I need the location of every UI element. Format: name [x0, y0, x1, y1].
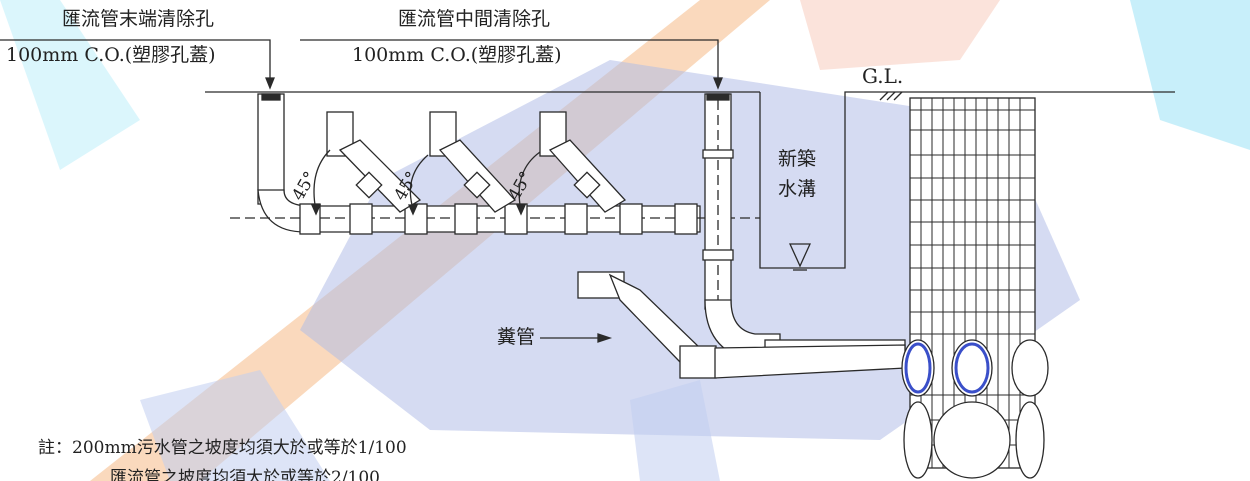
inlet-branches — [326, 111, 627, 213]
ditch-label-line2: 水溝 — [778, 178, 817, 200]
mid-cleanout-spec: 100mm C.O.(塑膠孔蓋) — [352, 44, 562, 66]
arrow-icon — [310, 204, 322, 216]
arrow-icon — [265, 77, 275, 90]
ditch-label-line1: 新築 — [778, 148, 817, 170]
collector-pipe — [230, 93, 760, 235]
septic-tank — [901, 97, 1049, 479]
mid-cleanout-title: 匯流管中間清除孔 — [398, 8, 551, 30]
manure-pipe-label: 糞管 — [497, 326, 536, 348]
arrow-icon — [713, 77, 723, 90]
arrow-icon — [597, 333, 613, 343]
arrow-icon — [515, 204, 527, 216]
end-cleanout-title: 匯流管末端清除孔 — [62, 8, 215, 30]
ground-level-label: G.L. — [862, 64, 904, 88]
arrow-icon — [407, 204, 419, 216]
note-line-2: 匯流管之坡度均須大於或等於2/100 — [110, 468, 380, 481]
leader-lines — [0, 39, 723, 90]
manure-pipe — [540, 271, 906, 379]
ground-line — [205, 91, 1175, 271]
end-cleanout-spec: 100mm C.O.(塑膠孔蓋) — [6, 44, 216, 66]
angle-arcs — [310, 149, 541, 216]
note-line-1: 註：200mm污水管之坡度均須大於或等於1/100 — [38, 438, 407, 458]
